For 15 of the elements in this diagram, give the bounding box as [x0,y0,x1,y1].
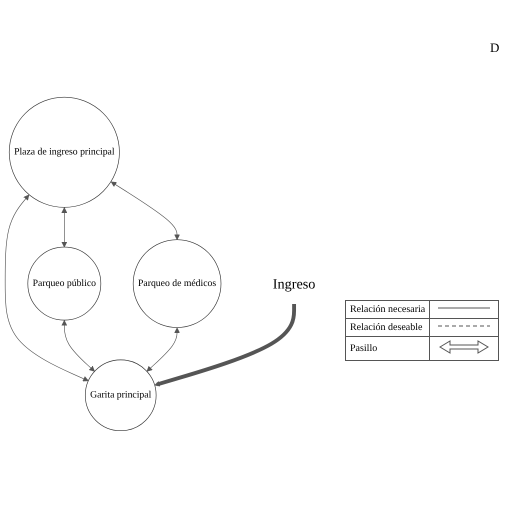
legend-label: Relación necesaria [346,300,430,318]
legend-label: Relación deseable [346,318,430,336]
arrow [61,206,68,247]
arrow [146,327,180,372]
node-circle: Parqueo de médicos [132,238,222,328]
arrow [61,320,95,372]
legend-label: Pasillo [346,336,430,360]
node-text: Ingreso [272,275,316,292]
node-circle: Plaza de ingreso principal [8,96,120,208]
arrow [110,181,180,240]
node-circle: Garita principal [84,359,156,431]
arrow [154,304,296,386]
label-text: D [490,40,500,56]
arrow [4,194,89,381]
node-circle: Parqueo público [28,246,102,320]
